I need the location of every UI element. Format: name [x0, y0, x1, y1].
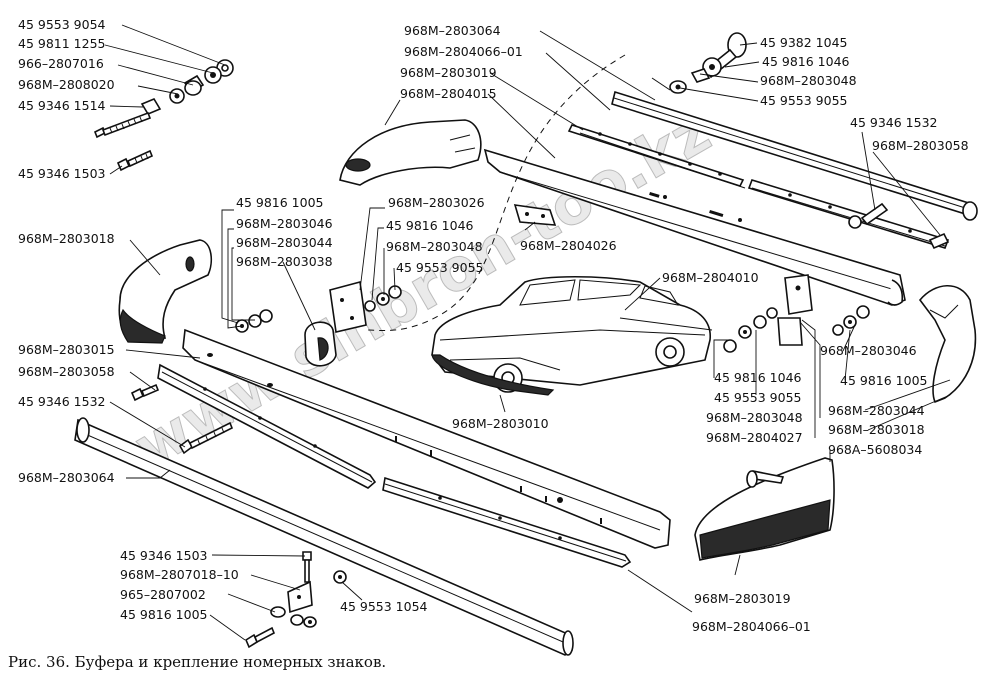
- label-part-number: 968M–2803064: [404, 23, 501, 38]
- label-part-number: 45 9816 1005: [120, 607, 207, 622]
- right-mount-bracket: [723, 274, 813, 353]
- upper-left-bumper-cap: [339, 119, 482, 186]
- label-part-number: 45 9816 1046: [386, 218, 474, 233]
- upper-left-fastener-stack: [93, 59, 234, 172]
- label-part-number: 968M–2803026: [388, 195, 485, 210]
- label-part-number: 968M–2804015: [400, 86, 497, 101]
- rear-bumper-rubber-strip: [611, 90, 978, 221]
- front-bumper-rubber-strip: [74, 417, 574, 656]
- lower-right-bumper-cap: [694, 457, 835, 561]
- part-number-labels: 45 9553 9054 45 9811 1255 966–2807016 96…: [18, 17, 969, 634]
- label-part-number: 968M–2804066–01: [692, 619, 811, 634]
- rear-bumper-bar: [483, 148, 906, 306]
- front-bolt-left: [130, 383, 234, 455]
- label-part-number: 45 9346 1532: [850, 115, 937, 130]
- label-part-number: 968M–2803048: [706, 410, 803, 425]
- label-part-number: 968M–2803018: [18, 231, 115, 246]
- label-part-number: 968M–2803038: [236, 254, 333, 269]
- label-part-number: 45 9382 1045: [760, 35, 847, 50]
- label-part-number: 45 9553 9054: [18, 17, 106, 32]
- label-part-number: 45 9553 1054: [340, 599, 428, 614]
- rear-bumper-bracket-rail: [747, 179, 950, 250]
- left-nut-stack: [235, 309, 273, 333]
- front-bumper-bracket-rail-left: [157, 363, 377, 489]
- label-part-number: 968M–2803058: [18, 364, 115, 379]
- label-part-number: 45 9816 1005: [840, 373, 927, 388]
- label-part-number: 968M–2803048: [386, 239, 483, 254]
- label-part-number: 968M–2808020: [18, 77, 115, 92]
- rubber-buffer-block: [304, 321, 337, 367]
- label-part-number: 968M–2803044: [236, 235, 333, 250]
- label-part-number: 45 9811 1255: [18, 36, 105, 51]
- label-part-number: 968M–2804010: [662, 270, 759, 285]
- front-bumper-bar: [182, 328, 671, 549]
- label-part-number: 45 9816 1005: [236, 195, 323, 210]
- leader-lines: [104, 24, 951, 641]
- label-part-number: 968M–2803044: [828, 403, 925, 418]
- rear-bumper-molding-strip: [567, 124, 746, 189]
- label-part-number: 968A–5608034: [828, 442, 922, 457]
- label-part-number: 968M–2803019: [694, 591, 791, 606]
- label-part-number: 968M–2803046: [820, 343, 917, 358]
- left-bumper-end-cap: [118, 239, 213, 344]
- front-bumper-bracket-rail-right: [382, 476, 632, 568]
- label-part-number: 968M–2803015: [18, 342, 115, 357]
- label-part-number: 968M–2803048: [760, 73, 857, 88]
- label-part-number: 968M–2803010: [452, 416, 549, 431]
- label-part-number: 45 9346 1503: [120, 548, 207, 563]
- top-right-fastener-stack: [651, 32, 747, 94]
- label-part-number: 45 9346 1532: [18, 394, 105, 409]
- car-illustration: [431, 275, 713, 396]
- label-part-number: 968M–2803018: [828, 422, 925, 437]
- figure-caption: Рис. 36. Буфера и крепление номерных зна…: [8, 653, 386, 671]
- label-part-number: 966–2807016: [18, 56, 104, 71]
- label-part-number: 968M–2803058: [872, 138, 969, 153]
- label-part-number: 965–2807002: [120, 587, 206, 602]
- label-part-number: 45 9553 9055: [396, 260, 483, 275]
- label-part-number: 968M–2807018–10: [120, 567, 239, 582]
- label-part-number: 45 9553 9055: [760, 93, 847, 108]
- label-part-number: 968M–2804026: [520, 238, 617, 253]
- label-part-number: 968M–2804066–01: [404, 44, 523, 59]
- install-path-dashed: [367, 54, 626, 332]
- label-part-number: 45 9553 9055: [714, 390, 801, 405]
- label-part-number: 968M–2803019: [400, 65, 497, 80]
- label-part-number: 45 9816 1046: [714, 370, 802, 385]
- right-bumper-end-cap: [918, 285, 977, 404]
- label-part-number: 968M–2803064: [18, 470, 115, 485]
- label-part-number: 968M–2803046: [236, 216, 333, 231]
- label-part-number: 968M–2804027: [706, 430, 803, 445]
- label-part-number: 45 9816 1046: [762, 54, 850, 69]
- label-part-number: 45 9346 1514: [18, 98, 106, 113]
- left-mount-bracket: [329, 280, 402, 333]
- right-nut-stack: [832, 305, 870, 336]
- center-small-bracket: [513, 204, 557, 226]
- license-plate-fasteners: [244, 551, 347, 649]
- label-part-number: 45 9346 1503: [18, 166, 105, 181]
